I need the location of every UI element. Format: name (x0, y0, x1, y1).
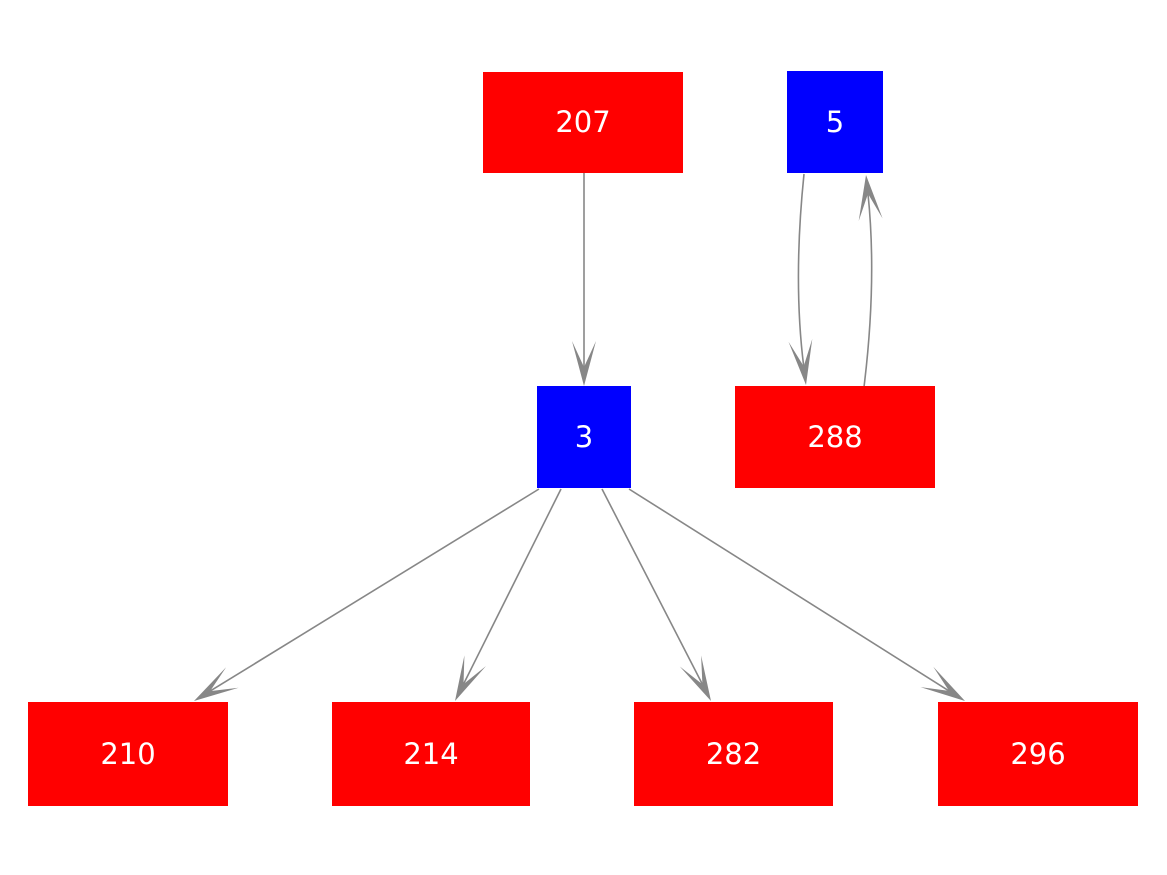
node-label: 282 (705, 736, 762, 771)
node-label: 207 (555, 105, 611, 139)
arrowhead-3-to-296 (920, 666, 965, 701)
edge-3-to-282 (601, 488, 704, 685)
node-label: 5 (825, 104, 845, 139)
node-296: 296 (938, 702, 1138, 806)
node-label: 296 (1010, 736, 1066, 771)
node-label: 214 (403, 736, 459, 771)
edge-5-to-288 (797, 173, 805, 367)
edge-3-to-210 (209, 488, 540, 692)
node-207: 207 (483, 72, 683, 173)
arrowhead-207-to-3 (572, 341, 596, 386)
node-label: 210 (100, 736, 156, 771)
node-210: 210 (28, 702, 228, 806)
node-288: 288 (735, 386, 935, 488)
arrowhead-3-to-282 (679, 655, 711, 701)
arrowhead-3-to-214 (455, 655, 486, 701)
node-282: 282 (634, 702, 833, 806)
arrowhead-288-to-5 (858, 175, 883, 221)
edge-3-to-296 (628, 488, 950, 692)
edge-288-to-5 (863, 193, 873, 388)
node-label: 3 (574, 419, 594, 454)
arrowhead-5-to-288 (788, 338, 813, 385)
node-label: 288 (807, 419, 863, 454)
node-214: 214 (332, 702, 530, 806)
arrowhead-3-to-210 (194, 667, 239, 701)
node-5: 5 (787, 71, 883, 173)
edge-3-to-214 (462, 488, 562, 685)
node-3: 3 (537, 386, 631, 488)
